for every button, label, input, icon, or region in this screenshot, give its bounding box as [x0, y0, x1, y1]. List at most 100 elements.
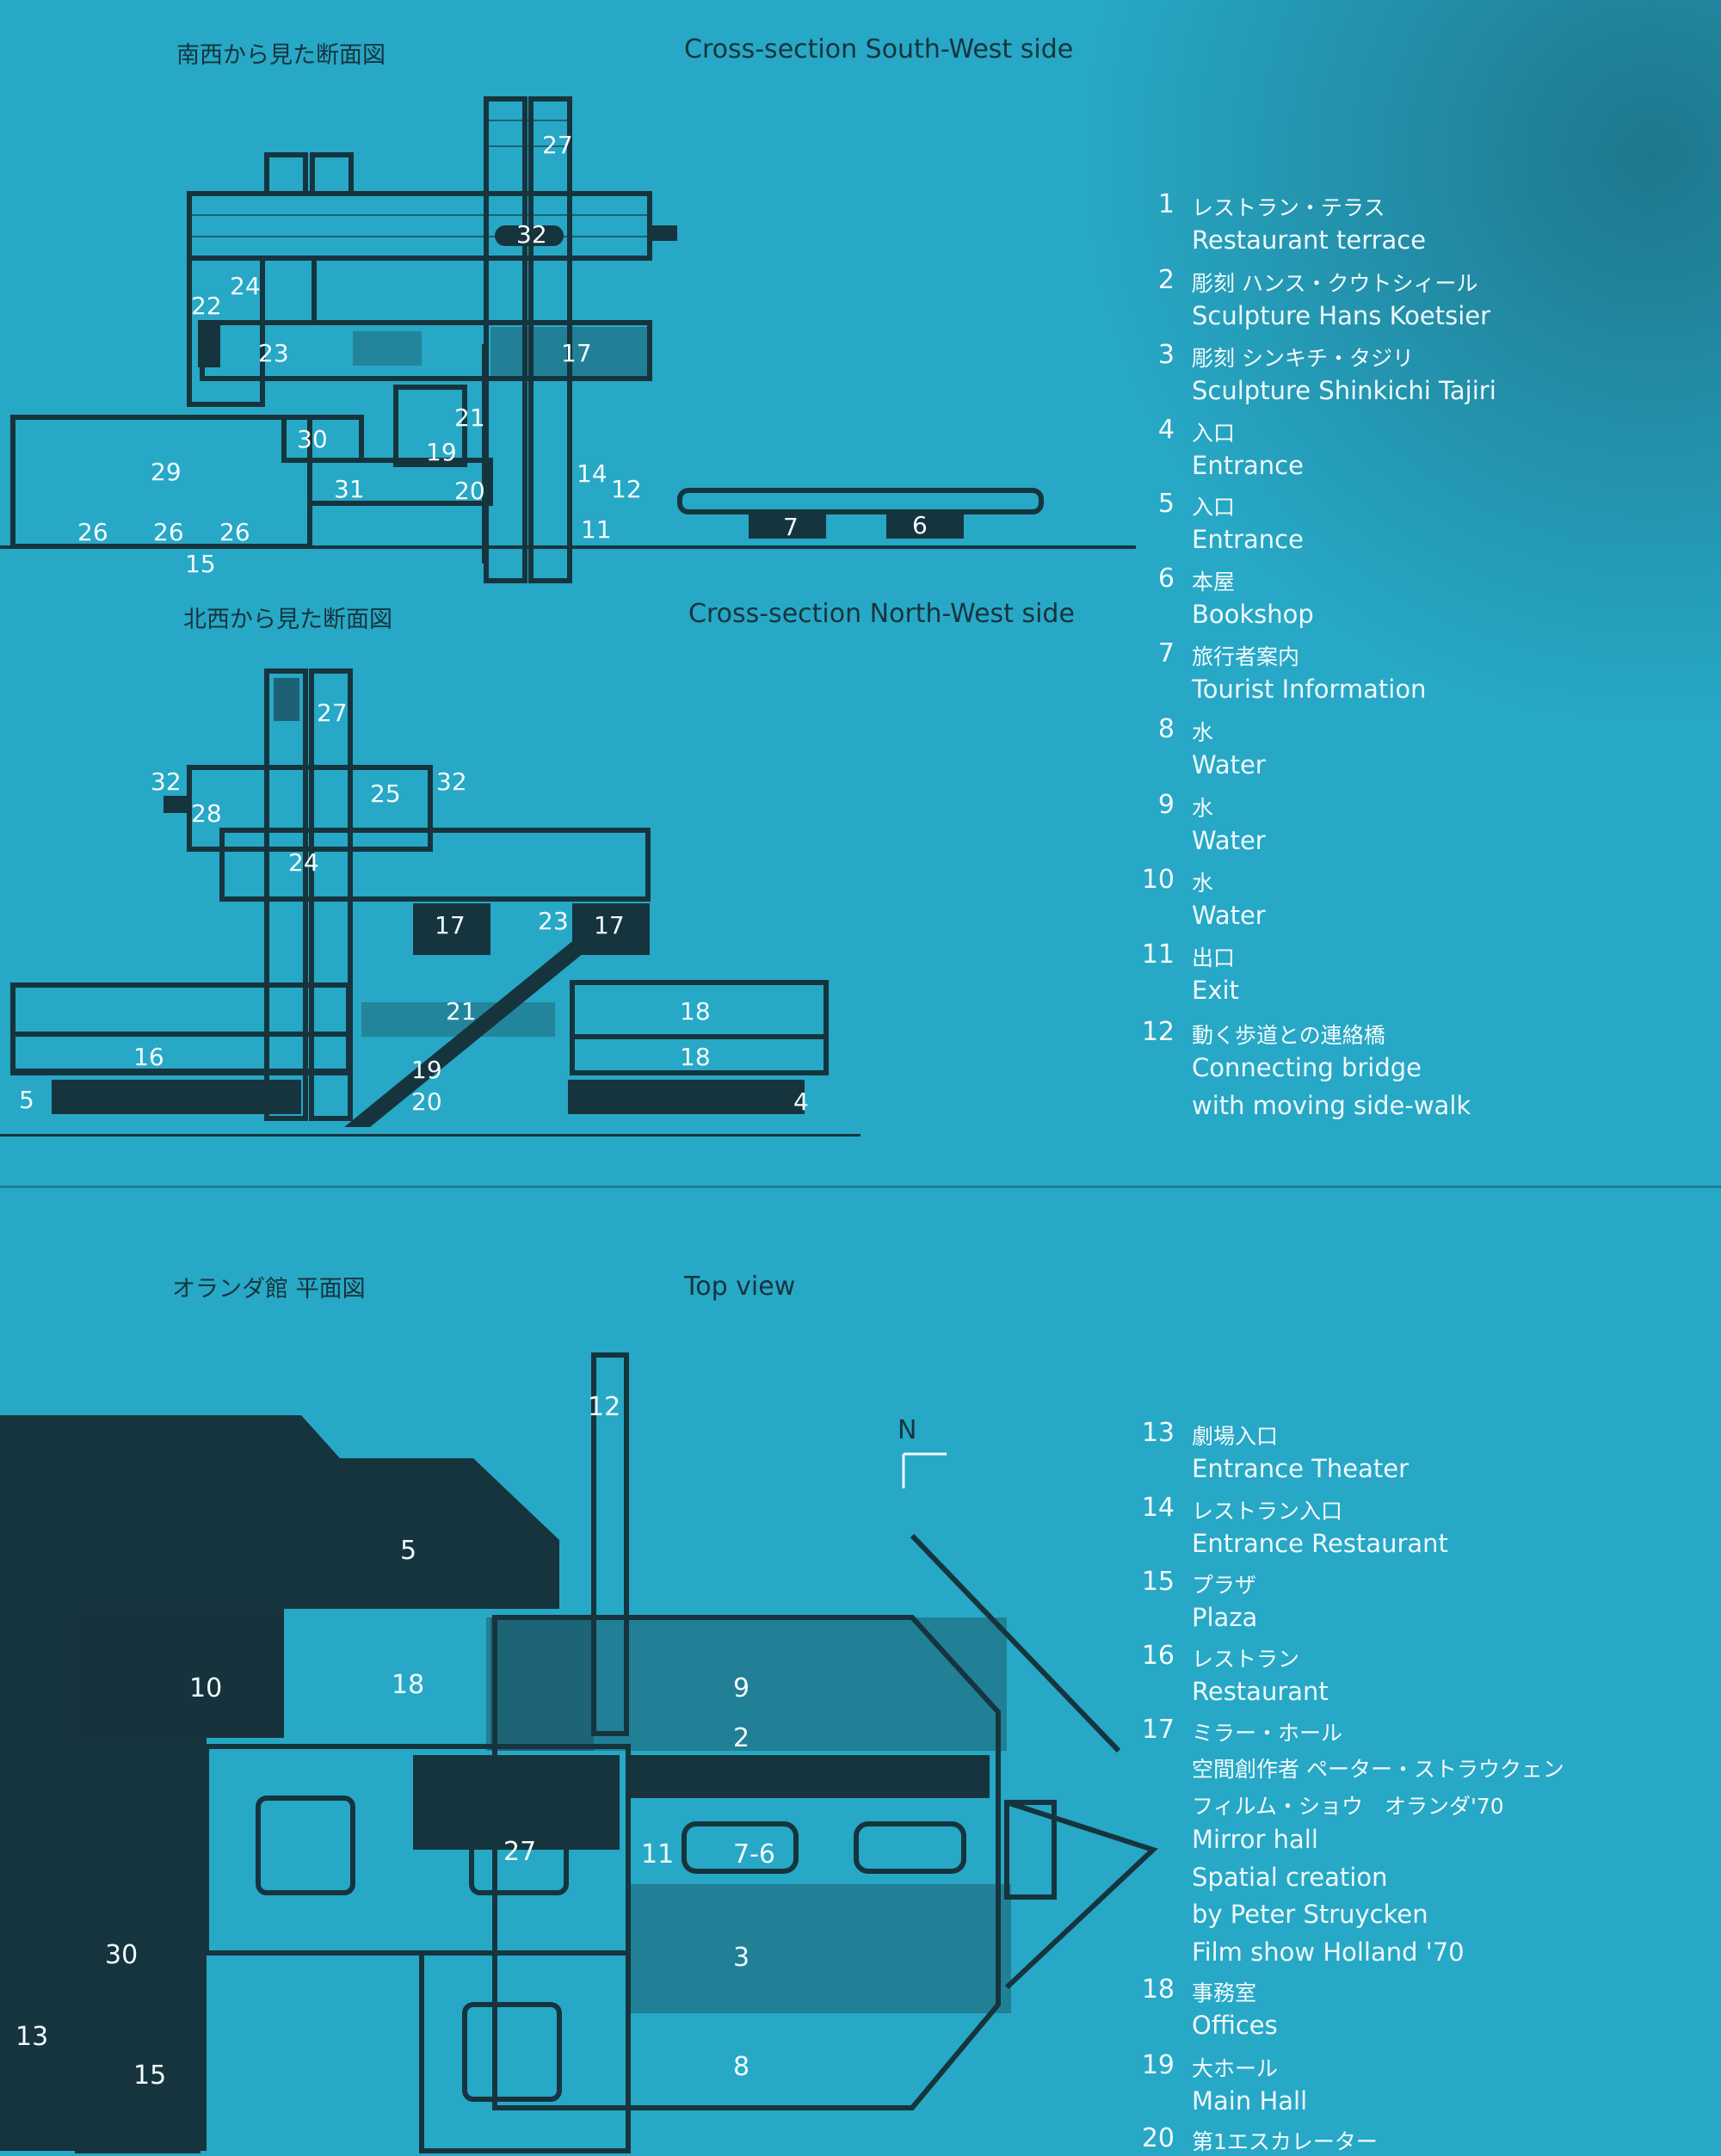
legend-number: 16 — [1141, 1641, 1175, 1671]
legend-label-en: Entrance Theater — [1192, 1454, 1409, 1483]
southwest-label: 17 — [561, 339, 592, 367]
southwest-label: 12 — [611, 475, 642, 503]
northwest-label: 18 — [680, 1043, 711, 1071]
legend-label-en: Film show Holland '70 — [1192, 1937, 1465, 1967]
legend-label-jp: 水 — [1192, 720, 1214, 745]
legend-number: 10 — [1141, 865, 1175, 895]
legend-label-jp: 動く歩道との連絡橋 — [1192, 1023, 1385, 1048]
top-view-label: 18 — [392, 1670, 424, 1700]
top-view-heading-jp: オランダ館 平面図 — [172, 1276, 366, 1303]
legend-label-en: Entrance Restaurant — [1192, 1529, 1448, 1558]
legend-label-jp: 事務室 — [1192, 1980, 1257, 2005]
legend-label-en: Entrance — [1192, 525, 1304, 554]
legend-label-en: Spatial creation — [1192, 1863, 1388, 1892]
southwest-label: 32 — [516, 220, 547, 249]
southwest-label: 11 — [581, 515, 612, 544]
legend-label-en: Water — [1192, 750, 1266, 779]
legend-number: 14 — [1141, 1493, 1175, 1523]
legend-label-en: Water — [1192, 826, 1266, 855]
legend-label-jp: プラザ — [1192, 1573, 1257, 1598]
northwest-cross-section-drawing: 27 32 28 25 32 24 17 23 17 21 18 16 18 1… — [0, 668, 860, 1137]
legend-label-en: Plaza — [1192, 1603, 1258, 1632]
top-view-label: 15 — [133, 2061, 166, 2091]
southwest-label: 26 — [153, 518, 184, 546]
legend-number: 12 — [1141, 1017, 1175, 1047]
legend-number: 19 — [1141, 2050, 1175, 2080]
southwest-label: 20 — [454, 477, 485, 505]
legend-label-en: Restaurant terrace — [1192, 225, 1427, 255]
southwest-label: 30 — [297, 425, 328, 453]
legend-label-jp: フィルム・ショウ オランダ'70 — [1192, 1794, 1504, 1819]
legend-label-jp: 第1エスカレーター — [1192, 2129, 1378, 2154]
legend-label-jp: レストラン入口 — [1192, 1499, 1343, 1524]
northwest-section-heading-en: Cross-section North-West side — [688, 599, 1075, 629]
legend-label-en: Entrance — [1192, 451, 1304, 480]
top-view-label: 9 — [733, 1673, 749, 1703]
top-view-label: 8 — [733, 2052, 749, 2082]
northwest-label: 27 — [317, 699, 348, 727]
northwest-label: 17 — [594, 911, 625, 939]
legend-number: 8 — [1157, 714, 1175, 744]
legend-label-jp: 水 — [1192, 871, 1214, 896]
legend-label-en: by Peter Struycken — [1192, 1900, 1428, 1929]
northwest-label: 25 — [370, 779, 401, 808]
northwest-label: 32 — [436, 767, 467, 796]
top-view-heading-en: Top view — [684, 1272, 796, 1302]
legend-label-en: Offices — [1192, 2011, 1278, 2040]
top-view-label: 10 — [189, 1673, 222, 1703]
legend-label-jp: 大ホール — [1192, 2056, 1279, 2081]
legend-label-en: Bookshop — [1192, 600, 1314, 629]
legend-label-jp: 本屋 — [1192, 570, 1236, 594]
southwest-label: 22 — [191, 292, 222, 320]
legend-number: 11 — [1141, 939, 1175, 970]
legend-label-jp: ミラー・ホール — [1192, 1721, 1343, 1746]
southwest-label: 26 — [219, 518, 250, 546]
legend-label-en: Exit — [1192, 976, 1239, 1005]
northwest-section-heading-jp: 北西から見た断面図 — [183, 607, 392, 633]
northwest-label: 5 — [19, 1086, 34, 1114]
legend-number: 9 — [1157, 790, 1175, 820]
top-view-label: 13 — [15, 2022, 48, 2052]
legend-label-en: Connecting bridge — [1192, 1053, 1422, 1082]
top-view-label: 30 — [105, 1940, 138, 1970]
southwest-label: 14 — [577, 459, 608, 488]
legend-label-jp: 入口 — [1192, 421, 1236, 446]
northwest-label: 23 — [538, 907, 569, 935]
southwest-section-heading-jp: 南西から見た断面図 — [176, 42, 386, 69]
legend-number: 15 — [1141, 1567, 1175, 1597]
legend-number: 2 — [1157, 265, 1175, 295]
top-view-label: 3 — [733, 1943, 749, 1973]
southwest-label: 6 — [912, 511, 928, 539]
legend-label-jp: レストラン・テラス — [1192, 195, 1385, 220]
legend-number: 13 — [1141, 1418, 1175, 1448]
legend-number: 6 — [1157, 564, 1175, 594]
southwest-section-heading-en: Cross-section South-West side — [684, 34, 1074, 65]
southwest-label: 23 — [258, 339, 289, 367]
legend-number: 1 — [1157, 189, 1175, 219]
southwest-label: 27 — [542, 131, 573, 159]
legend-label-en: with moving side-walk — [1192, 1091, 1471, 1120]
legend-number: 18 — [1141, 1974, 1175, 2005]
top-view-label: 7-6 — [733, 1839, 775, 1870]
top-view-label: 2 — [733, 1723, 749, 1753]
northwest-label: 4 — [793, 1087, 809, 1116]
top-view-label: 12 — [588, 1392, 620, 1422]
legend-label-jp: レストラン — [1192, 1647, 1300, 1672]
legend-label-en: Restaurant — [1192, 1677, 1329, 1706]
northwest-label: 28 — [191, 799, 222, 828]
legend-label-jp: 入口 — [1192, 495, 1236, 520]
southwest-label: 21 — [454, 403, 485, 432]
southwest-label: 24 — [230, 272, 261, 300]
legend-label-en: Mirror hall — [1192, 1825, 1318, 1854]
legend-label-jp: 水 — [1192, 796, 1214, 821]
top-view-label: N — [898, 1415, 916, 1445]
legend-label-jp: 彫刻 ハンス・クウトシィール — [1192, 271, 1478, 296]
southwest-cross-section-drawing: 27 32 24 22 23 17 30 21 19 29 31 20 14 1… — [0, 96, 1136, 583]
southwest-label: 29 — [151, 458, 182, 486]
legend-number: 5 — [1157, 489, 1175, 519]
northwest-label: 18 — [680, 997, 711, 1026]
northwest-label: 20 — [411, 1087, 442, 1116]
legend-number: 4 — [1157, 415, 1175, 445]
southwest-label: 15 — [185, 550, 216, 578]
top-view-plan-drawing: 12 N 5 10 18 9 2 27 11 7-6 30 3 13 15 8 — [0, 1352, 1158, 2153]
